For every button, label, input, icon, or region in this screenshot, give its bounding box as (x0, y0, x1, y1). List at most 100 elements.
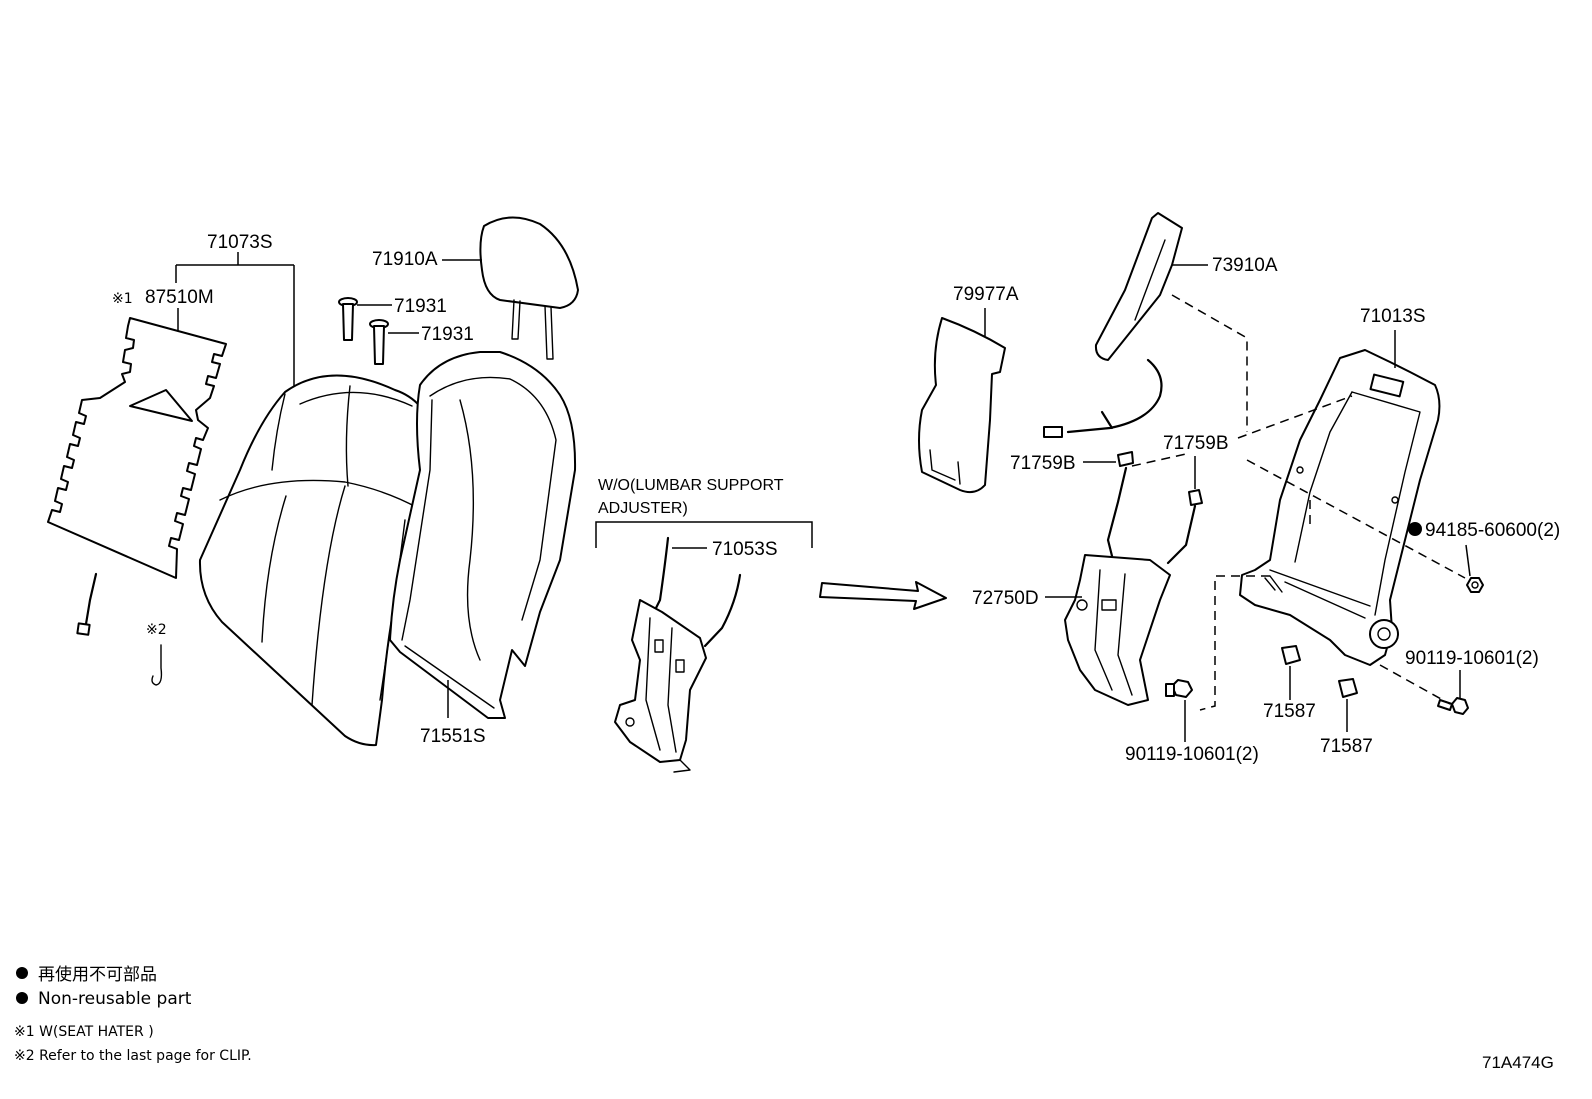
seat-heater-wire (84, 572, 98, 626)
nut-leader (1465, 544, 1471, 577)
lumbar-spring-plate-rail (645, 617, 677, 753)
callout-frame: 71013S (1360, 306, 1426, 327)
clip-hook-drawing (151, 644, 163, 686)
pad-drawing (918, 317, 1006, 494)
callout-nut-71587-a: 71587 (1263, 701, 1316, 722)
lumbar-spring-slot-2 (675, 659, 685, 673)
frame-drawing (1239, 349, 1441, 666)
seatback-board-outline (389, 351, 577, 719)
airbag-wire (1066, 358, 1163, 434)
callout-clip-lower: 71759B (1010, 453, 1076, 474)
dash-clip-lower (1131, 453, 1187, 467)
pad-outline (918, 317, 1006, 494)
legend-bullet-icon-en (16, 992, 28, 1004)
bolt-bottom-shaft (1165, 683, 1175, 697)
callout-bolt-right: 90119-10601(2) (1405, 648, 1539, 669)
callout-pad: 79977A (953, 284, 1019, 305)
headrest-stay-left (511, 299, 521, 340)
lumbar-spring-slot-1 (654, 639, 664, 653)
headrest-drawing (479, 216, 579, 360)
callout-bolt-bottom: 90119-10601(2) (1125, 744, 1259, 765)
frame-top-tab (1369, 373, 1405, 398)
headrest-guide-drawing-2 (369, 319, 389, 365)
legend-nonreusable-en: Non-reusable part (38, 989, 192, 1009)
seat-heater-drawing (47, 317, 227, 636)
headrest-guide-1-body (342, 303, 354, 341)
spring-assy-drawing (1064, 466, 1197, 706)
frame-recliner (1369, 619, 1399, 649)
seatback-cover-seam-left (261, 495, 287, 643)
bolt-right-drawing (1437, 697, 1469, 715)
lumbar-note-line2: ADJUSTER) (598, 500, 688, 517)
headrest-guide-drawing-1 (338, 297, 358, 341)
bolt-bottom-drawing (1165, 679, 1193, 698)
lumbar-spring-drawing (614, 536, 742, 773)
pad-detail-left (929, 449, 956, 481)
lumbar-spring-tab (673, 759, 691, 773)
legend-note-1: ※1 W(SEAT HATER ) (14, 1024, 154, 1040)
legend-bullet-icon-jp (16, 967, 28, 979)
headrest-outline (479, 216, 579, 309)
headrest-stay-right (544, 305, 554, 360)
callout-seatback-cover: 71073S (207, 232, 273, 253)
spring-assy-wire-right (1166, 504, 1197, 565)
callout-headrest: 71910A (372, 249, 438, 270)
seatback-board-bottom-strip (404, 645, 495, 709)
callout-heater: 87510M (145, 287, 214, 308)
dash-clip-upper-to-frame (1237, 395, 1353, 439)
callout-seatback-board: 71551S (420, 726, 486, 747)
nut-drawing (1466, 577, 1484, 593)
seatback-cover-leader (175, 252, 295, 392)
seatback-cover-drawing (198, 374, 436, 747)
bolt-right-shaft (1437, 699, 1453, 711)
callout-airbag: 73910A (1212, 255, 1278, 276)
frame-recliner-hub (1377, 627, 1391, 641)
figure-code: 71A474G (1482, 1053, 1554, 1072)
callout-headrest-guide-2: 71931 (421, 324, 474, 345)
frame-inner-right-rail (1351, 391, 1421, 616)
legend-nonreusable-jp: 再使用不可部品 (38, 964, 157, 985)
callout-clip-mark: ※2 (146, 622, 167, 638)
nut-71587-a-drawing (1281, 645, 1301, 665)
seatback-board-inner (429, 376, 557, 621)
frame-pipe (1264, 575, 1283, 593)
airbag-outline (1094, 212, 1183, 361)
dash-airbag-to-frame (1171, 294, 1248, 432)
callout-headrest-guide-1: 71931 (394, 296, 447, 317)
frame-hole-2 (1391, 496, 1399, 504)
frame-lower-crossbar (1269, 569, 1371, 619)
dash-bolt-right (1379, 664, 1451, 705)
seatback-cover-seam-side (271, 393, 286, 471)
lumbar-spring-plate (614, 599, 707, 763)
lumbar-note-line1: W/O(LUMBAR SUPPORT (598, 477, 784, 494)
nut-hex (1466, 577, 1484, 593)
seatback-board-contour (459, 399, 481, 661)
nut-71587-b-drawing (1338, 678, 1358, 698)
seat-heater-outline (47, 317, 227, 579)
frame-hole-1 (1296, 466, 1304, 474)
legend: 再使用不可部品 Non-reusable part ※1 W(SEAT HATE… (14, 964, 252, 1064)
callout-clip-upper: 71759B (1163, 433, 1229, 454)
headrest-guide-2-body (373, 325, 385, 365)
legend-note-2: ※2 Refer to the last page for CLIP. (14, 1048, 252, 1064)
bolt-bottom-head (1171, 679, 1193, 698)
seat-heater-connector (76, 622, 91, 636)
callout-lumbar-spring: 71053S (712, 539, 778, 560)
seatback-board-inner-left (401, 399, 433, 641)
callout-nut-71587-b: 71587 (1320, 736, 1373, 757)
pad-detail-right (957, 461, 961, 485)
nut-71587-a-body (1281, 645, 1301, 665)
callout-heater-mark: ※1 (112, 291, 133, 307)
clip-lower-drawing (1117, 451, 1134, 467)
spring-assy-rail (1094, 569, 1133, 696)
spring-assy-plate (1064, 554, 1171, 706)
seatback-cover-seam-top (299, 391, 413, 407)
seatback-cover-seam-upper (345, 385, 351, 487)
replacement-arrow-icon (819, 581, 947, 610)
dash-to-nut (1246, 459, 1466, 579)
seat-heater-cutout (129, 389, 193, 422)
bolt-right-head (1451, 697, 1469, 715)
spring-assy-hole (1076, 599, 1088, 611)
seatback-cover-bracket (175, 252, 295, 392)
